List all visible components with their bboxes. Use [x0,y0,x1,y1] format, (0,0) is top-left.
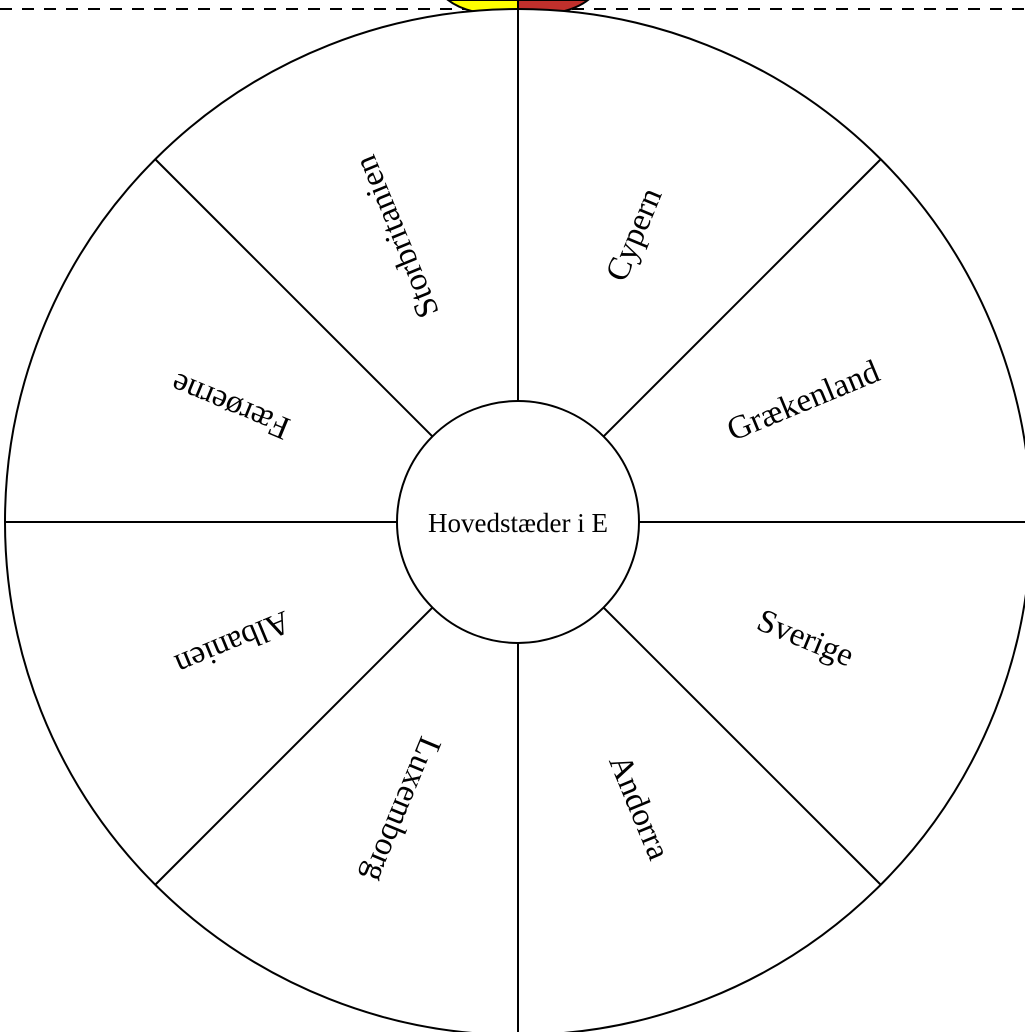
wheel-dividers [5,9,1025,1032]
wheel-hub[interactable] [396,400,640,644]
wheel-center-title: Hovedstæder i E [428,508,608,538]
wheel-divider [154,158,434,438]
wheel-divider [154,606,434,886]
wheel-divider [602,606,882,886]
wheel-divider [602,158,882,438]
